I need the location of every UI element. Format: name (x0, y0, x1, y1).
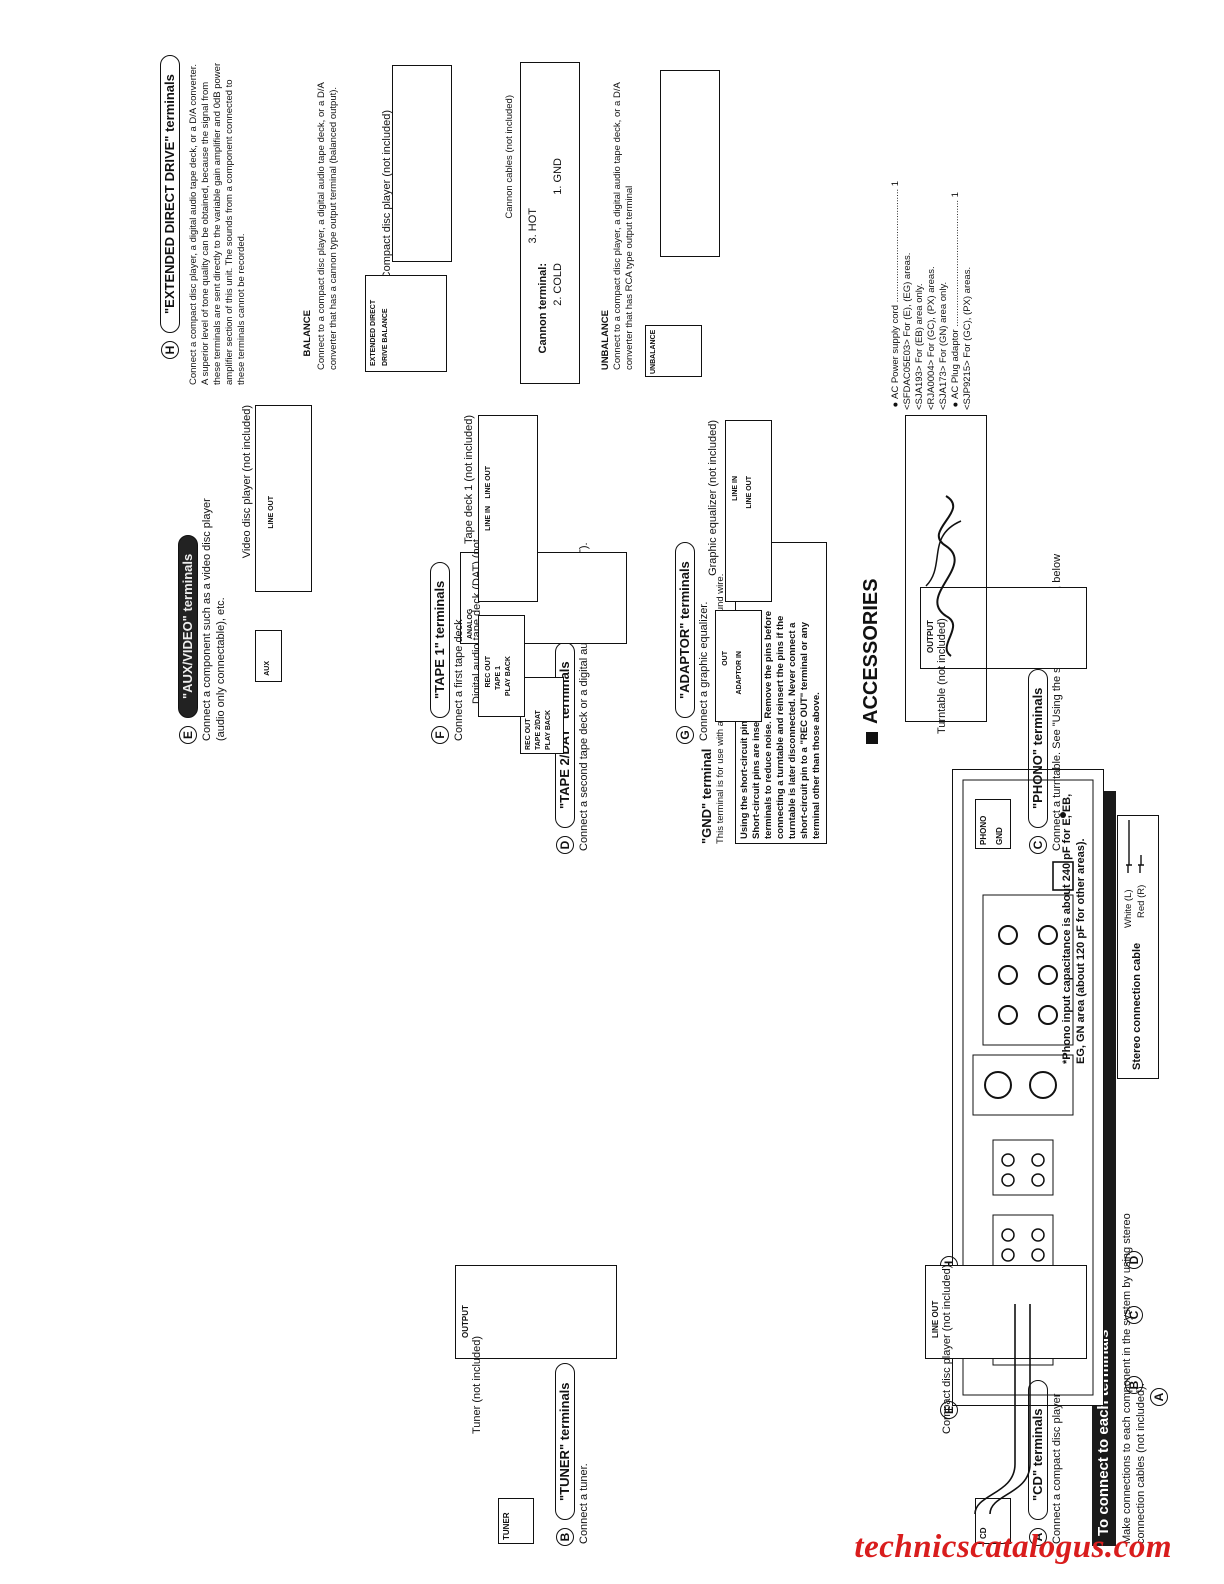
section-aux-title: "AUX/VIDEO" terminals (178, 534, 198, 718)
callout-c: C (1125, 1306, 1143, 1324)
section-adaptor-desc: Connect a graphic equalizer. (698, 601, 710, 741)
aux-line-out: LINE OUT (268, 496, 275, 529)
video-disc-player: LINE OUT (255, 405, 312, 592)
graphic-equalizer: LINE IN LINE OUT (725, 420, 772, 602)
aux-jack-panel: AUX (255, 630, 282, 682)
tuner-label: Tuner (not included) (471, 1335, 483, 1434)
cannon-pin-cold: 2. COLD (552, 263, 564, 306)
aux-device-label: Video disc player (not included) (241, 405, 253, 559)
tape1-jack-panel: REC OUT TAPE 1 PLAY BACK (478, 615, 525, 717)
section-tape1-title: "TAPE 1" terminals (430, 561, 450, 718)
phono-jack-panel: PHONO GND (975, 799, 1011, 849)
section-aux-letter: E (179, 726, 197, 744)
edd-cd-player (392, 65, 452, 262)
phono-jack-label: PHONO (979, 815, 988, 845)
section-tuner-letter: B (556, 1528, 574, 1546)
accessory-item: <SJA193> For (EB) area only. (914, 283, 925, 410)
accessory-item: <SJP9215> For (GC), (PX) areas. (962, 266, 973, 410)
section-tape2-desc: Connect a second tape deck or a digital … (578, 542, 590, 851)
tape1-line-out: LINE OUT (485, 466, 492, 499)
section-aux: E "AUX/VIDEO" terminals (178, 534, 198, 744)
edd-balance-head: BALANCE (302, 310, 313, 357)
section-tuner-header: B "TUNER" terminals (555, 1363, 575, 1546)
geq-line-in: LINE IN (732, 476, 739, 501)
tape2-jack-panel: REC OUT TAPE 2/DAT PLAY BACK (520, 677, 564, 754)
tuner-jack-label: TUNER (502, 1512, 511, 1540)
section-adaptor-letter: G (676, 726, 694, 744)
callout-a: A (1150, 1388, 1168, 1406)
edd-terminal-panel: EXTENDED DIRECT DRIVE BALANCE (365, 275, 447, 372)
accessories-bullet (865, 732, 878, 744)
callout-b: B (1125, 1376, 1143, 1394)
edd-balance-desc: Connect to a compact disc player, a digi… (316, 82, 339, 370)
aux-jack-label: AUX (264, 661, 271, 676)
accessory-item: <SFDAC05E03> For (E), (EG) areas. (902, 252, 913, 410)
section-tape1: F "TAPE 1" terminals (430, 561, 450, 744)
section-adaptor: G "ADAPTOR" terminals (675, 542, 695, 744)
adaptor-device-label: Graphic equalizer (not included) (707, 420, 719, 576)
phono-gnd-label: GND (995, 827, 1004, 845)
section-phono-title: "PHONO" terminals (1028, 668, 1048, 828)
tape1-device-label: Tape deck 1 (not included) (463, 415, 475, 545)
tuner-jack-panel: TUNER (498, 1498, 534, 1544)
cannon-terminal-label: Cannon terminal: (537, 263, 549, 354)
unbalance-cd-player (660, 70, 720, 257)
section-tape1-desc: Connect a first tape deck (453, 619, 465, 741)
section-edd-title: "EXTENDED DIRECT DRIVE" terminals (160, 55, 180, 333)
tape2-playback: PLAY BACK (545, 709, 552, 750)
edd-unbalance-head: UNBALANCE (600, 310, 611, 371)
adaptor-in-label: ADAPTOR IN (736, 651, 743, 695)
section-tape2-letter: D (556, 836, 574, 854)
accessory-item: ●AC Power supply cord ..................… (890, 180, 901, 410)
phono-note: *Phono input capacitance is about 240 pF… (1061, 793, 1087, 1064)
adaptor-jack-panel: OUT ADAPTOR IN (715, 610, 762, 722)
edd-desc: Connect a compact disc player, a digital… (188, 62, 247, 385)
site-watermark: technicscatalogus.com (854, 1529, 1172, 1565)
unbalance-panel: UNBALANCE (645, 325, 702, 377)
accessories-header: ACCESSORIES (860, 578, 883, 744)
tape-deck-1: LINE IN LINE OUT (478, 415, 538, 602)
cannon-terminal-box: Cannon terminal: 2. COLD 1. GND 3. HOT (520, 62, 580, 384)
cable-plug-icon (1126, 820, 1144, 873)
gnd-title: "GND" terminal (699, 748, 714, 844)
power-cord-icon (925, 495, 962, 657)
section-edd: H "EXTENDED DIRECT DRIVE" terminals (160, 55, 180, 359)
cable-legend-box: Stereo connection cable White (L) Red (R… (1117, 815, 1159, 1079)
cannon-pin-gnd: 1. GND (552, 158, 564, 195)
section-edd-letter: H (161, 341, 179, 359)
edd-cannon-cables: Cannon cables (not included) (504, 95, 515, 219)
accessories-image-box (905, 415, 987, 722)
section-tape1-letter: F (431, 726, 449, 744)
edd-terminal-label: EXTENDED DIRECT DRIVE BALANCE (370, 299, 389, 366)
adaptor-out-label: OUT (722, 651, 729, 666)
section-aux-desc: Connect a component such as a video disc… (201, 498, 227, 741)
geq-line-out: LINE OUT (746, 476, 753, 509)
cannon-pin-hot: 3. HOT (527, 208, 539, 244)
edd-unbalance-desc: Connect to a compact disc player, a digi… (612, 82, 635, 370)
tape1-playback: PLAY BACK (505, 656, 512, 697)
accessory-item: <SJA173> For (GN) area only. (938, 281, 949, 410)
section-phono-desc: Connect a turntable. See "Using the shor… (1051, 553, 1063, 851)
section-tuner-desc: Connect a tuner. (578, 1463, 590, 1544)
section-phono-letter: C (1029, 836, 1047, 854)
cd-cables (974, 1304, 1031, 1515)
accessories-title: ACCESSORIES (860, 578, 882, 724)
callout-d: D (1125, 1251, 1143, 1269)
accessory-item: ●AC Plug adaptor .......................… (950, 192, 961, 410)
accessories-list: ●AC Power supply cord ..................… (890, 70, 974, 410)
section-adaptor-title: "ADAPTOR" terminals (675, 542, 695, 718)
section-tuner-title: "TUNER" terminals (555, 1363, 575, 1520)
section-phono-header: C "PHONO" terminals (1028, 668, 1048, 854)
tape1-line-in: LINE IN (485, 506, 492, 531)
accessory-item: <RJA0004> For (GC), (PX) areas. (926, 266, 937, 410)
unbalance-label: UNBALANCE (650, 329, 657, 374)
